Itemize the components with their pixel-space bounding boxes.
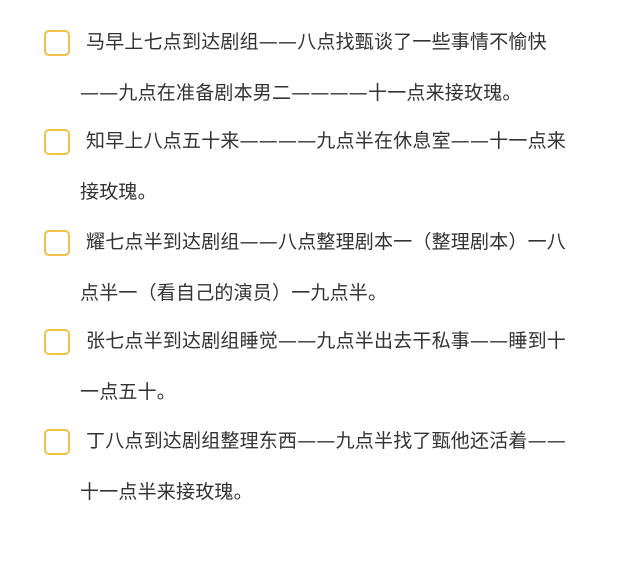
todo-text-4-line-2: 一点五十。 [80,381,177,403]
todo-text-1-line-1: 马早上七点到达剧组——八点找甄谈了一些事情不愉快 [86,31,547,53]
todo-checkbox-1[interactable] [44,30,70,56]
todo-checkbox-5[interactable] [44,429,70,455]
todo-text-5-line-2: 十一点半来接玫瑰。 [80,481,253,503]
todo-checkbox-3[interactable] [44,230,70,256]
todo-text-3-line-2: 点半一（看自己的演员）一九点半。 [80,282,388,304]
todo-checkbox-4[interactable] [44,329,70,355]
todo-text-5-line-1: 丁八点到达剧组整理东西——九点半找了甄他还活着—— [86,430,567,452]
todo-text-2-line-1: 知早上八点五十来————九点半在休息室——十一点来 [86,130,567,152]
todo-text-1-line-2: ——九点在准备剧本男二————十一点来接玫瑰。 [80,82,522,104]
todo-checkbox-2[interactable] [44,129,70,155]
todo-text-2-line-2: 接玫瑰。 [80,181,157,203]
todo-text-4-line-1: 张七点半到达剧组睡觉——九点半出去干私事——睡到十 [86,330,567,352]
todo-text-3-line-1: 耀七点半到达剧组——八点整理剧本一（整理剧本）一八 [86,231,567,253]
